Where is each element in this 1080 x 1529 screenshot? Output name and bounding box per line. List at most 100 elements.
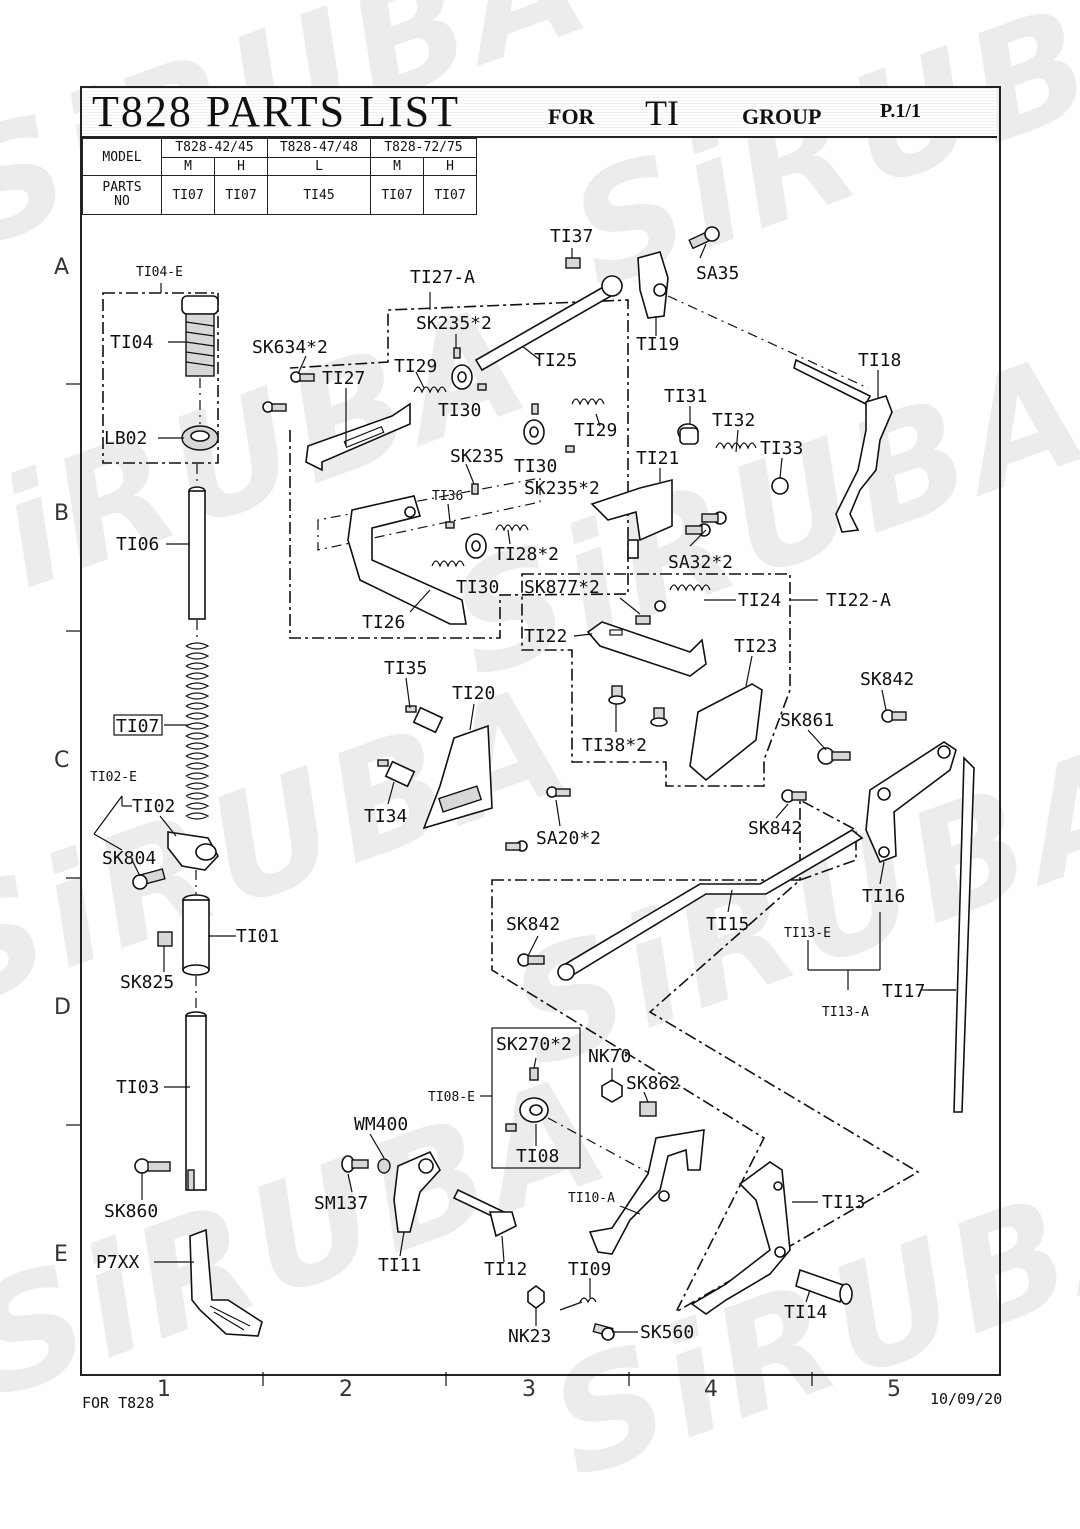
part-label: TI06 — [116, 534, 159, 555]
sa35-screw-part — [688, 226, 720, 250]
footer-model: FOR T828 — [82, 1394, 155, 1412]
part-label: TI20 — [452, 683, 495, 704]
subtype: M — [184, 158, 192, 174]
part-label: SK270*2 — [496, 1034, 572, 1055]
part-label: TI22-A — [826, 590, 891, 611]
part-label: SK842 — [748, 818, 802, 839]
part-label: TI36 — [432, 489, 463, 504]
ti28-spring-part — [431, 560, 465, 568]
part-label: SK560 — [640, 1322, 694, 1343]
sk862-setscrew-part — [639, 1101, 657, 1117]
model-name: T828-72/75 — [384, 140, 463, 156]
ti12-pin-part — [452, 1188, 517, 1238]
ti30-collar-part — [451, 364, 473, 390]
ti35-stud-part — [405, 705, 444, 734]
ti01-bushing-part — [182, 894, 210, 976]
header-band — [82, 88, 997, 138]
ti14-pin-part — [795, 1268, 853, 1305]
ti33-ball-part — [771, 477, 789, 495]
table-row: M H L M H — [83, 156, 477, 176]
ti36-pin-part — [445, 521, 455, 529]
part-label: NK23 — [508, 1326, 551, 1347]
model-table: MODEL T828-42/45 T828-47/48 T828-72/75 M… — [82, 138, 477, 215]
ti04-screw-part — [181, 295, 219, 377]
part-label: P7XX — [96, 1252, 140, 1273]
part-label: TI07 — [116, 716, 159, 737]
sk270-setscrew-part — [529, 1067, 539, 1081]
subtype: H — [237, 158, 245, 174]
part-label: TI18 — [858, 350, 901, 371]
part-label: TI37 — [550, 226, 593, 247]
part-label: TI15 — [706, 914, 749, 935]
p7xx-presser-foot-part — [189, 1228, 263, 1337]
part-label: TI09 — [568, 1259, 611, 1280]
ti08e-group-box — [491, 1027, 581, 1169]
ti24-spring-part — [669, 584, 711, 592]
lb02-bushing-part — [181, 425, 219, 451]
model-name: T828-42/45 — [175, 140, 254, 156]
part-label: TI29 — [574, 420, 617, 441]
sk235-setscrew-part — [471, 483, 479, 495]
ti17-rod-part — [953, 756, 975, 1113]
ti13-lever-part — [690, 1161, 791, 1315]
sk842-screw-part — [781, 789, 807, 803]
sk842-screw-part — [881, 709, 907, 723]
grid-col-label: 2 — [339, 1377, 353, 1402]
part-label: SA32*2 — [668, 552, 733, 573]
part-label: SK235*2 — [416, 313, 492, 334]
part-label: SK862 — [626, 1073, 680, 1094]
group-code: TI — [645, 93, 679, 133]
part-label: TI02-E — [90, 770, 137, 785]
part-label: TI01 — [236, 926, 279, 947]
part-label: TI30 — [456, 577, 499, 598]
model-label: MODEL — [102, 149, 142, 165]
part-label: TI31 — [664, 386, 707, 407]
ti07-spring-part — [185, 642, 210, 820]
table-row: PARTS NO TI07 TI07 TI45 TI07 TI07 — [82, 175, 477, 215]
part-label: TI27-A — [410, 267, 475, 288]
diagram-frame — [80, 86, 1001, 1376]
grid-ticks — [66, 383, 813, 1386]
ti18-lever-part — [793, 358, 893, 533]
model-code: T828 — [92, 87, 193, 136]
ti32-spring-part — [715, 442, 757, 450]
part-label: TI12 — [484, 1259, 527, 1280]
part-number: TI07 — [172, 187, 204, 203]
part-label: TI26 — [362, 612, 405, 633]
ti20-plate-part — [422, 724, 493, 830]
title-text: PARTS LIST — [205, 87, 461, 136]
part-label: TI23 — [734, 636, 777, 657]
sk842-screw-part — [517, 953, 545, 967]
part-label: SK842 — [506, 914, 560, 935]
model-header-cell: T828-72/75 — [370, 138, 477, 158]
ti15-link-end — [557, 963, 575, 981]
ti31-cap-part — [677, 423, 699, 445]
part-cell: TI07 — [370, 175, 424, 215]
part-cell: TI07 — [423, 175, 477, 215]
parts-label: PARTS — [102, 180, 142, 195]
group-label: GROUP — [742, 104, 822, 129]
part-label: TI04-E — [136, 265, 183, 280]
part-cell: TI07 — [214, 175, 268, 215]
subtype: H — [446, 158, 454, 174]
ti02-bracket-part — [167, 831, 219, 871]
ti30-collar-part — [465, 533, 487, 559]
part-label: TI19 — [636, 334, 679, 355]
part-label: TI25 — [534, 350, 577, 371]
grid-row-label: D — [54, 995, 71, 1020]
ti29-spring-part — [413, 386, 447, 394]
ti06-presser-bar-part — [188, 486, 206, 620]
subtype-cell: H — [214, 156, 268, 176]
ti16-crank-part — [865, 741, 957, 864]
subtype-cell: H — [423, 156, 477, 176]
ti22-bracket-part — [586, 621, 707, 677]
grid-row-label: B — [54, 501, 69, 526]
part-label: TI17 — [882, 981, 925, 1002]
ti25-shaft-part — [474, 275, 623, 372]
ti07-label-box — [113, 714, 163, 736]
ti29-spring-part — [571, 398, 605, 406]
part-label: SK877*2 — [524, 577, 600, 598]
part-cell: TI07 — [161, 175, 215, 215]
part-label: TI13-A — [822, 1005, 869, 1020]
